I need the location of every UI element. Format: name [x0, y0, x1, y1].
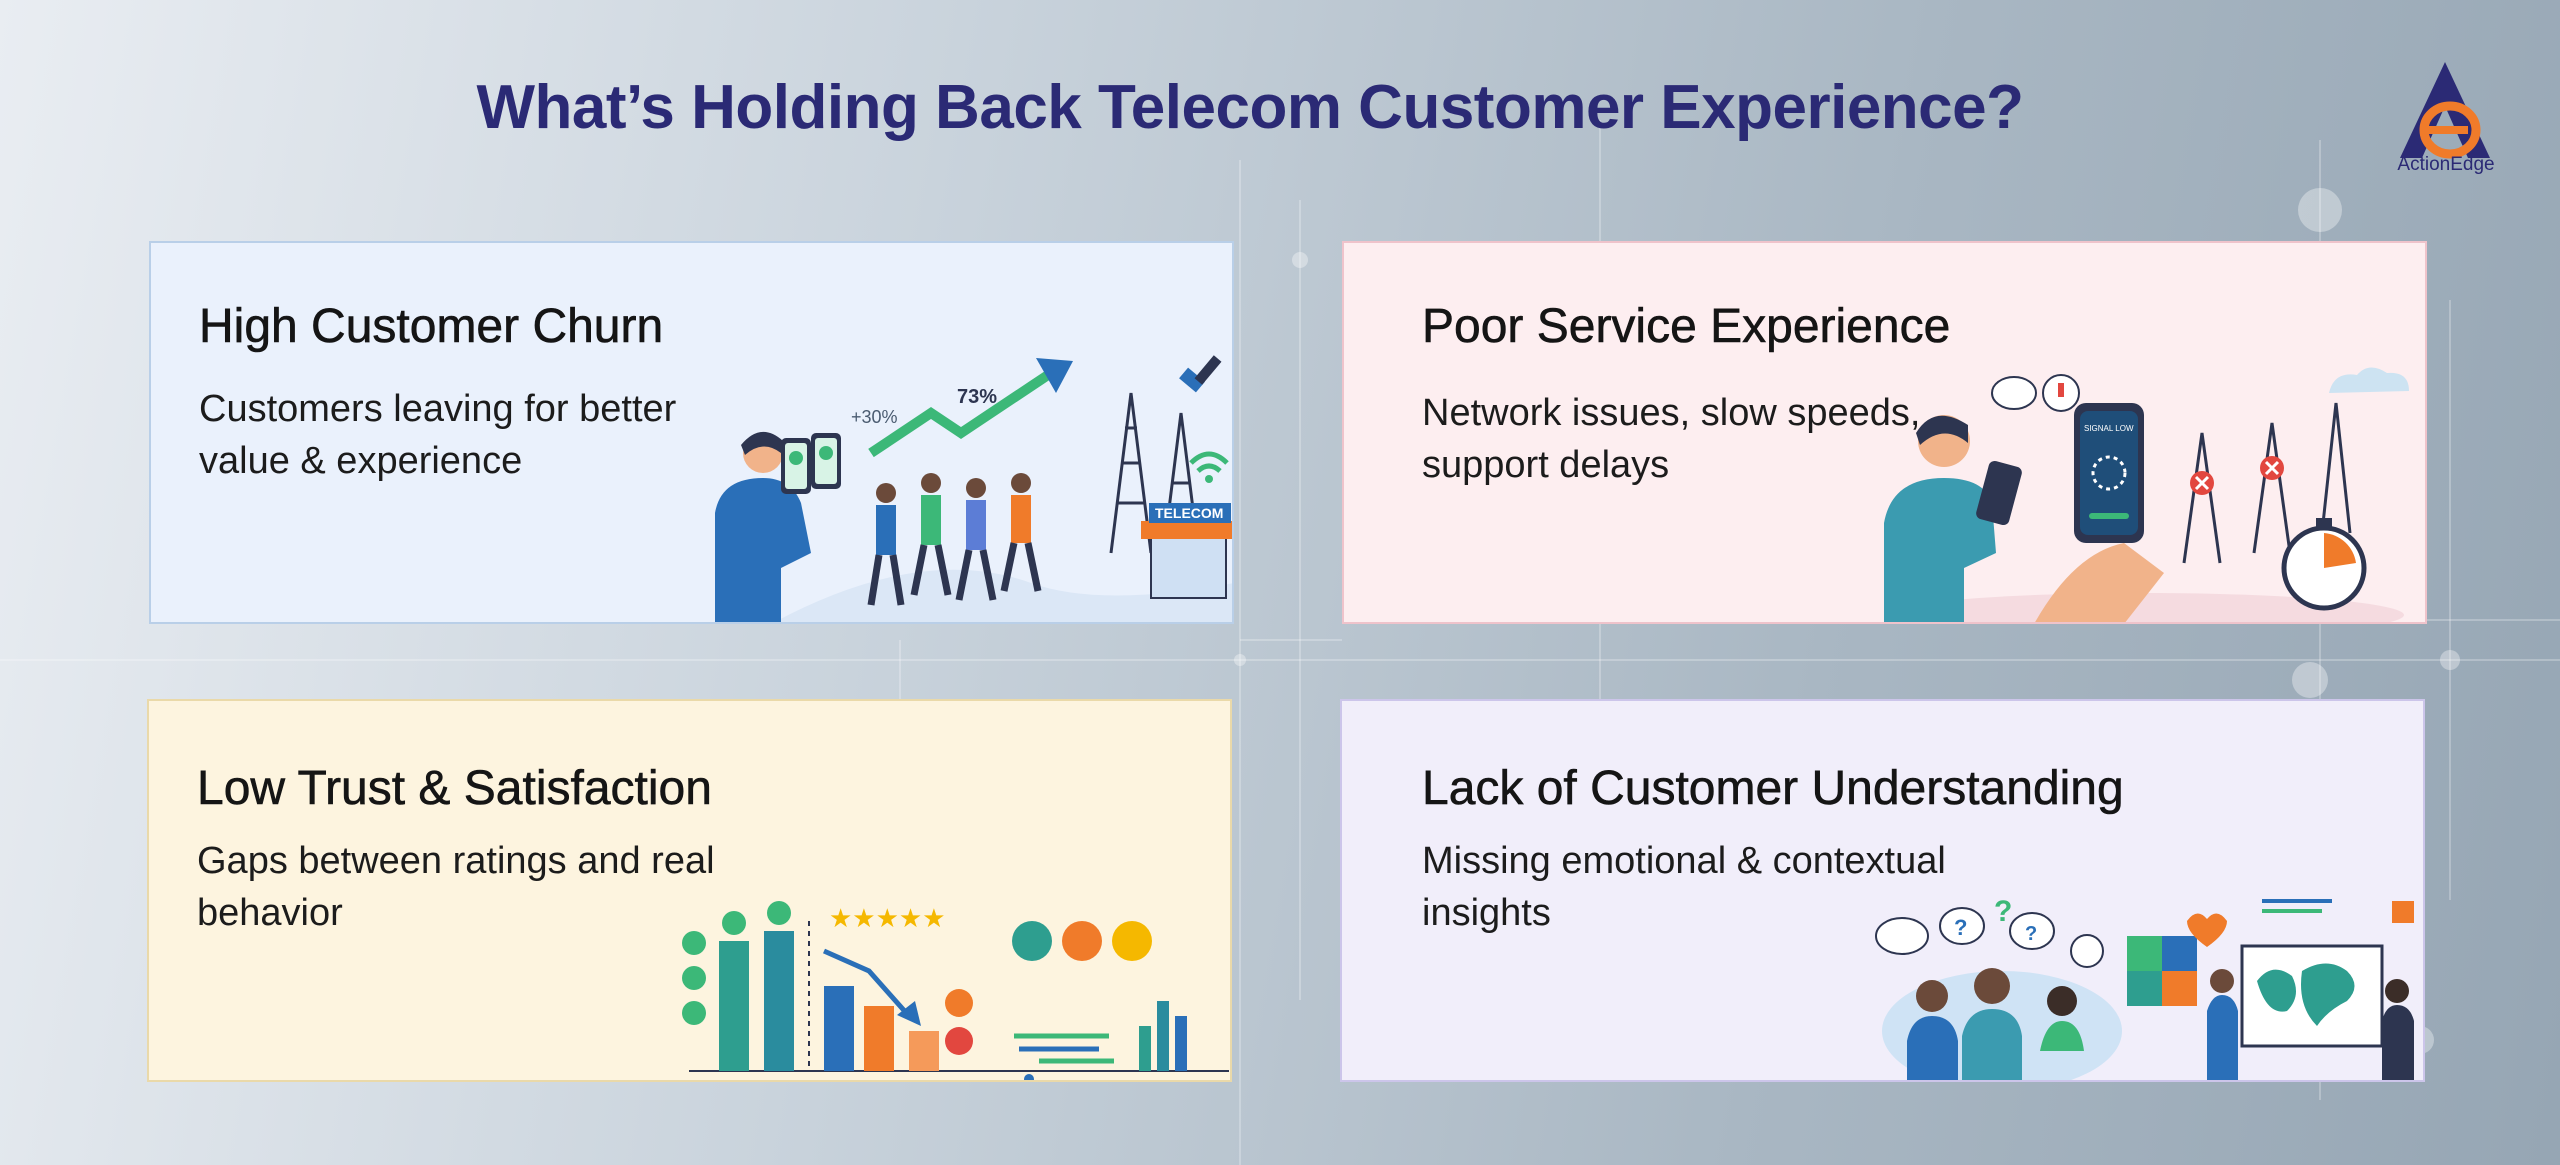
card-high-customer-churn: High Customer Churn Customers leaving fo…	[149, 241, 1234, 624]
card-description: Network issues, slow speeds, support del…	[1422, 392, 1921, 486]
churn-illustration: +30% 73% TELECOM	[715, 355, 1232, 622]
percent-label: 73%	[957, 386, 997, 408]
svg-text:★★★★★: ★★★★★	[829, 904, 946, 934]
sad-face-icon	[945, 989, 973, 1017]
growth-arrow-icon	[868, 368, 1054, 458]
card-description: Customers leaving for better value & exp…	[199, 388, 677, 482]
text-lines-icon	[2262, 899, 2332, 913]
card-title: Low Trust & Satisfaction	[197, 762, 713, 816]
card-lack-of-customer-understanding: Lack of Customer Understanding Missing e…	[1340, 699, 2425, 1082]
card-description: Gaps between ratings and real behavior	[197, 840, 715, 934]
chat-bubble-icon	[1991, 376, 2037, 410]
puzzle-icon	[2127, 936, 2197, 1006]
svg-text:?: ?	[2025, 923, 2037, 945]
walking-people-icon	[867, 473, 1042, 606]
text-lines-icon	[1014, 1033, 1114, 1064]
page-title: What’s Holding Back Telecom Customer Exp…	[476, 73, 2024, 142]
card-title: High Customer Churn	[199, 300, 664, 354]
angry-face-icon	[945, 1027, 973, 1055]
question-bubble-icon	[1875, 907, 2104, 968]
heart-icon	[2187, 913, 2227, 947]
logo-text: ActionEdge	[2397, 154, 2495, 175]
upset-face-icon	[1062, 921, 1102, 961]
sad-face-icon	[1012, 921, 1052, 961]
growth-label: +30%	[851, 407, 898, 427]
telecom-store-icon: TELECOM	[1141, 503, 1232, 599]
card-description: Missing emotional & contextual insights	[1422, 840, 1946, 934]
understanding-illustration: ? ? ?	[1875, 895, 2414, 1080]
thumbs-up-icon	[682, 901, 791, 1025]
satellite-icon	[1179, 355, 1222, 393]
actionedge-logo	[2400, 62, 2490, 159]
card-title: Lack of Customer Understanding	[1422, 762, 2124, 816]
people-icon	[1907, 968, 2084, 1080]
decline-arrow-icon	[822, 948, 911, 1018]
broken-tower-icon	[2182, 402, 2352, 564]
presenter-icon	[2207, 969, 2414, 1080]
phone-icon: SIGNAL LOW	[2035, 403, 2164, 622]
card-poor-service-experience: Poor Service Experience Network issues, …	[1342, 241, 2427, 624]
trust-illustration: ★★★★★	[682, 901, 1229, 1080]
svg-text:?: ?	[1954, 915, 1967, 940]
thinking-face-icon	[1112, 921, 1152, 961]
svg-text:?: ?	[1994, 895, 2012, 928]
signal-low-label: SIGNAL LOW	[2084, 424, 2134, 433]
wifi-icon	[1189, 451, 1229, 473]
card-low-trust-satisfaction: Low Trust & Satisfaction Gaps between ra…	[147, 699, 1232, 1082]
world-map-board-icon	[2240, 944, 2384, 1048]
stopwatch-icon	[2281, 518, 2367, 611]
cloud-icon	[2329, 367, 2409, 393]
card-title: Poor Service Experience	[1422, 300, 1951, 354]
service-illustration: SIGNAL LOW	[1884, 367, 2409, 622]
store-label: TELECOM	[1155, 505, 1223, 521]
star-rating-icon: ★★★★★	[829, 904, 946, 934]
